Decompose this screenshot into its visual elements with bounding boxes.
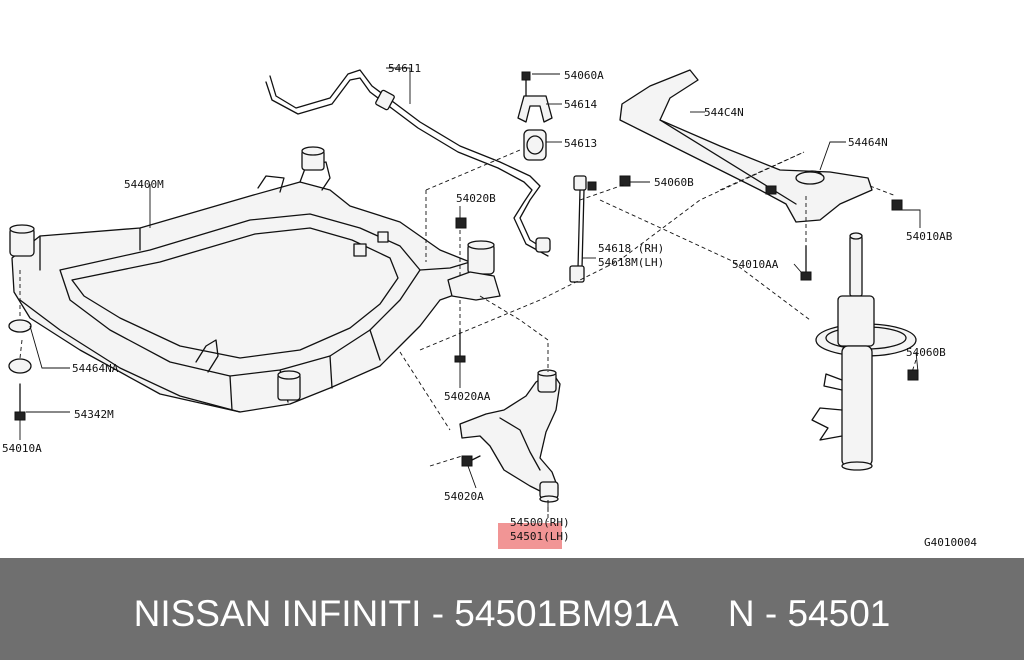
label-54613[interactable]: 54613 [564, 137, 597, 150]
stabilizer-bar-illustration [265, 69, 551, 257]
insulator-54464N-shape [795, 171, 825, 185]
label-54614[interactable]: 54614 [564, 98, 597, 111]
label-54611[interactable]: 54611 [388, 62, 421, 75]
label-54020AA[interactable]: 54020AA [444, 390, 491, 403]
label-54342M[interactable]: 54342M [74, 408, 114, 421]
label-54020A[interactable]: 54020A [444, 490, 484, 503]
front-subframe-illustration [9, 146, 471, 413]
link-mount-bushing-illustration [447, 240, 501, 301]
fasteners [8, 175, 903, 467]
part-number-title: NISSAN INFINITI - 54501BM91A N - 54501 [133, 593, 891, 634]
label-54618M-lh[interactable]: 54618M(LH) [598, 256, 664, 269]
label-544C4N[interactable]: 544C4N [704, 106, 744, 119]
label-54060B-strut[interactable]: 54060B [906, 346, 946, 359]
label-54010A[interactable]: 54010A [2, 442, 42, 455]
footer-banner: NISSAN INFINITI - 54501BM91A N - 54501 [0, 558, 1024, 660]
label-54010AB[interactable]: 54010AB [906, 230, 953, 243]
diagram-code: G4010004 [924, 536, 977, 549]
strut-tower-brace-illustration [619, 69, 873, 223]
label-54060A[interactable]: 54060A [564, 69, 604, 82]
label-54010AA[interactable]: 54010AA [732, 258, 779, 271]
label-54020B[interactable]: 54020B [456, 192, 496, 205]
label-54464NA[interactable]: 54464NA [72, 362, 119, 375]
reference-dashed-lines [19, 149, 917, 522]
label-54464N[interactable]: 54464N [848, 136, 888, 149]
highlight-54501 [498, 523, 562, 549]
stabilizer-link-illustration [569, 175, 597, 283]
label-54501-lh[interactable]: 54501(LH) [510, 530, 570, 543]
label-54618-rh[interactable]: 54618 (RH) [598, 242, 664, 255]
stabilizer-bushing-illustration [517, 71, 553, 161]
strut-assembly-illustration [811, 232, 919, 471]
label-54060B-top[interactable]: 54060B [654, 176, 694, 189]
label-54400M[interactable]: 54400M [124, 178, 164, 191]
transverse-link-illustration [459, 369, 561, 503]
label-54500-rh[interactable]: 54500(RH) [510, 516, 570, 529]
parts-diagram: 54611 54060A 54614 54613 544C4N 54464N 5… [2, 62, 977, 549]
leader-lines [19, 67, 921, 512]
